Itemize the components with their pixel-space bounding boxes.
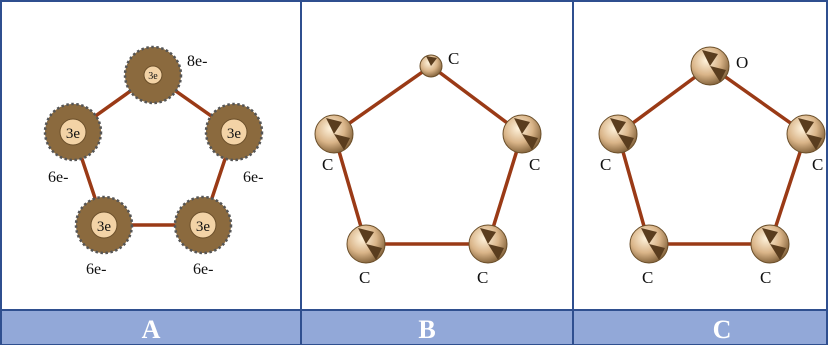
panel-label-a: A xyxy=(142,315,161,344)
electron-label-top: 8e- xyxy=(187,53,207,70)
electron-label-bottom-left: 6e- xyxy=(86,261,106,278)
atom-b-bottom-left xyxy=(346,224,386,264)
shell-atom-a-top: 3e xyxy=(123,45,183,105)
atom-c-left xyxy=(598,114,638,154)
panel-label-c: C xyxy=(713,315,732,344)
atom-symbol-b-bottom-right: C xyxy=(477,268,488,287)
panel-b: C C C C C xyxy=(314,49,542,287)
atom-symbol-b-top: C xyxy=(448,49,459,68)
panel-a: 3e 3e 3e 3e 3e 8e- 6e- 6e- 6e- 6e- xyxy=(43,45,264,278)
core-label: 3e xyxy=(148,71,158,82)
atom-b-left xyxy=(314,114,354,154)
atom-c-right xyxy=(786,114,826,154)
atom-symbol-b-left: C xyxy=(322,155,333,174)
atom-c-bottom-left xyxy=(629,224,669,264)
electron-label-right: 6e- xyxy=(243,169,263,186)
atom-symbol-c-right: C xyxy=(812,155,823,174)
atom-symbol-b-right: C xyxy=(529,155,540,174)
atom-c-top xyxy=(690,46,730,86)
atom-symbol-c-top: O xyxy=(736,53,748,72)
atom-c-bottom-right xyxy=(750,224,790,264)
atom-symbol-c-bottom-right: C xyxy=(760,268,771,287)
atom-b-right xyxy=(502,114,542,154)
core-label: 3e xyxy=(97,219,112,235)
electron-label-bottom-right: 6e- xyxy=(193,261,213,278)
shell-atom-a-right: 3e xyxy=(204,102,264,162)
atom-symbol-c-left: C xyxy=(600,155,611,174)
atom-b-top xyxy=(419,54,443,78)
atom-symbol-b-bottom-left: C xyxy=(359,268,370,287)
core-label: 3e xyxy=(196,219,211,235)
core-label: 3e xyxy=(66,126,81,142)
panel-label-b: B xyxy=(418,315,435,344)
footer-band xyxy=(2,310,826,344)
atom-b-bottom-right xyxy=(468,224,508,264)
atom-symbol-c-bottom-left: C xyxy=(642,268,653,287)
shell-atom-a-bottom-left: 3e xyxy=(74,195,134,255)
core-label: 3e xyxy=(227,126,242,142)
electron-label-left: 6e- xyxy=(48,169,68,186)
shell-atom-a-bottom-right: 3e xyxy=(173,195,233,255)
shell-atom-a-left: 3e xyxy=(43,102,103,162)
panel-c: O C C C C xyxy=(598,46,826,287)
